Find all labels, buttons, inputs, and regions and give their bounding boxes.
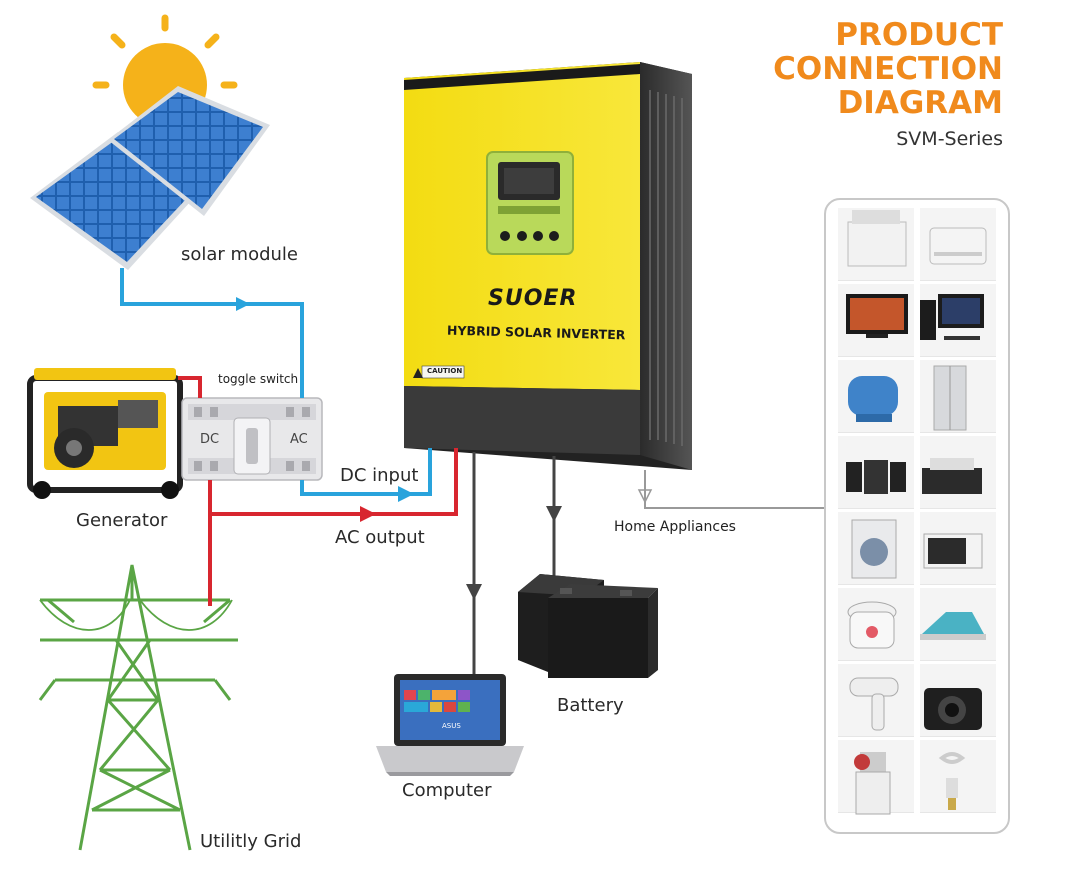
title-line-product: PRODUCT (835, 17, 1003, 53)
battery-label: Battery (557, 695, 624, 716)
appliance-grid (838, 208, 998, 813)
series-label: SVM-Series (896, 128, 1003, 150)
appliance-cell (838, 512, 914, 585)
appliance-cell (838, 664, 914, 737)
appliance-cell (838, 436, 914, 509)
inverter-brand: SUOER (488, 286, 578, 311)
ac-output-arrow (360, 506, 376, 522)
generator-wire (178, 376, 202, 398)
laptop-screen-text: ASUS (442, 722, 461, 730)
appliance-cell (920, 512, 996, 585)
appliance-cell (920, 740, 996, 813)
battery-icon (518, 574, 658, 678)
solar-arrow (236, 297, 250, 311)
computer-label: Computer (402, 780, 492, 801)
ac-output-label: AC output (335, 527, 425, 548)
appliance-cell (920, 664, 996, 737)
inverter-caution-text: CAUTION (427, 367, 463, 375)
appliance-cell (920, 284, 996, 357)
dc-input-arrow (398, 486, 414, 502)
ac-output-wire (208, 448, 458, 516)
toggle-switch-label: toggle switch (218, 372, 299, 386)
title-line-connection: CONNECTION (773, 51, 1003, 87)
inverter-model-text: HYBRID SOLAR INVERTER (446, 322, 626, 343)
appliance-cell (838, 740, 914, 813)
appliance-cell (920, 208, 996, 281)
sun-icon (92, 14, 238, 128)
appliance-panel (824, 198, 1010, 834)
appliance-cell (838, 360, 914, 433)
battery-arrow (546, 506, 562, 522)
computer-arrow (466, 584, 482, 600)
home-appliances-label: Home Appliances (614, 519, 736, 535)
solar-module-label: solar module (181, 244, 298, 265)
appliances-wire (644, 470, 824, 509)
utility-grid-label: Utilitly Grid (200, 831, 302, 852)
appliance-cell (920, 588, 996, 661)
appliances-arrow (637, 489, 653, 504)
appliance-cell (920, 436, 996, 509)
transmission-tower-icon (38, 564, 238, 851)
title-line-diagram: DIAGRAM (837, 85, 1003, 121)
appliance-cell (838, 588, 914, 661)
inverter-unit (404, 62, 692, 470)
appliance-cell (920, 360, 996, 433)
appliance-cell (838, 208, 914, 281)
dc-input-label: DC input (340, 465, 419, 486)
switch-dc-label: DC (200, 432, 220, 447)
generator-label: Generator (76, 510, 168, 531)
appliance-cell (838, 284, 914, 357)
switch-ac-label: AC (290, 432, 308, 447)
solar-panel-icon (30, 86, 270, 270)
generator-icon (27, 368, 183, 499)
